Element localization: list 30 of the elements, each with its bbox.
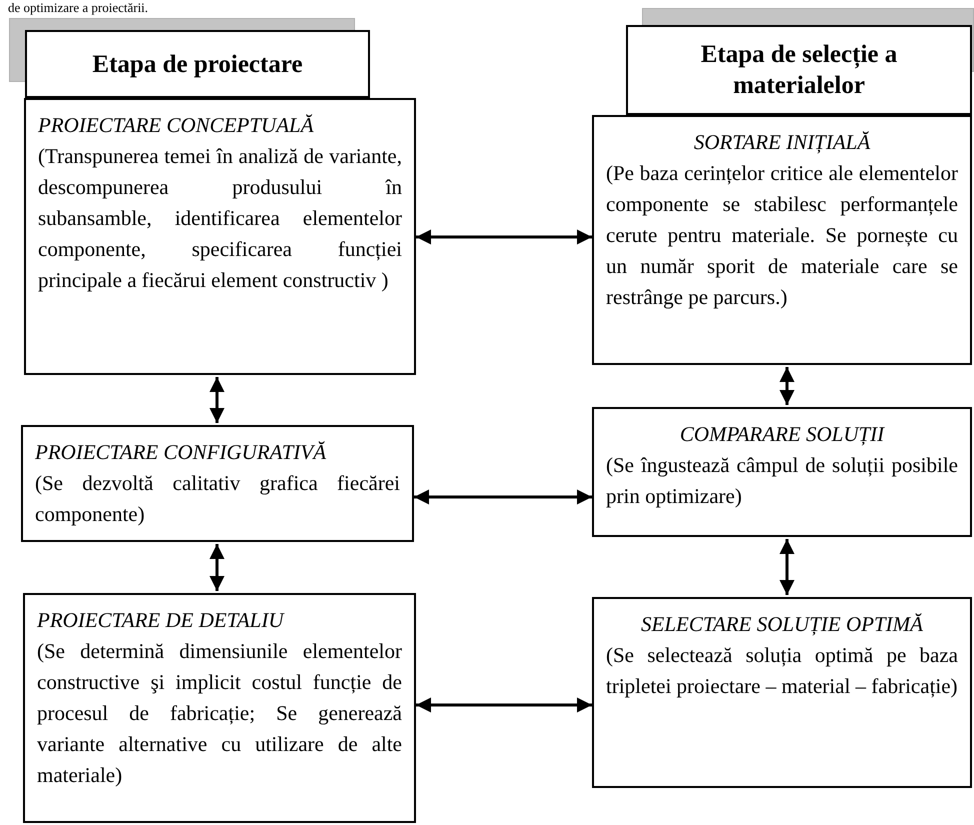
step-description: (Se selectează soluția optimă pe baza tripletei proiectare – material – fabricație) — [606, 642, 958, 700]
double-arrow — [414, 490, 592, 504]
process-box — [592, 115, 972, 365]
step-title: SELECTARE SOLUȚIE OPTIMĂ — [640, 611, 924, 638]
step-description: (Se dezvoltă calitativ grafica fiecărei componente) — [35, 470, 400, 528]
process-box — [24, 98, 416, 375]
double-arrow — [780, 539, 794, 595]
step-title: COMPARARE SOLUȚII — [678, 421, 886, 448]
process-box — [23, 593, 416, 823]
step-title: PROIECTARE CONCEPTUALĂ — [38, 112, 315, 139]
double-arrow — [210, 377, 224, 423]
double-arrow — [210, 544, 224, 591]
stage-title: Etapa de proiectare — [92, 50, 303, 80]
process-box — [21, 425, 414, 542]
cut-off-text: de optimizare a proiectării. — [8, 0, 148, 15]
step-title: PROIECTARE DE DETALIU — [37, 607, 286, 634]
double-arrow — [416, 698, 592, 712]
process-box — [592, 407, 972, 537]
stage-title: Etapa de selecție a materialelor — [700, 40, 898, 101]
stage-header-box — [626, 25, 972, 115]
step-description: (Pe baza cerințelor critice ale elementelor componente se stabilesc performanțele cerute pentru materiale. Se pornește cu un număr sporit de materiale care se restrânge pe parcurs.) — [606, 160, 958, 311]
double-arrow — [780, 367, 794, 405]
double-arrow — [416, 230, 592, 244]
step-description: (Transpunerea temei în analiză de variante, descompunerea produsului în subansamble, identificarea elementelor componente, specificarea funcției principale a fiecărui element constructiv ) — [38, 143, 402, 294]
step-title: SORTARE INIȚIALĂ — [692, 129, 872, 156]
step-description: (Se determină dimensiunile elementelor constructive şi implicit costul funcție de procesul de fabricație; Se generează variante alternative cu utilizare de alte materiale) — [37, 638, 402, 789]
step-description: (Se îngustează câmpul de soluții posibile prin optimizare) — [606, 452, 958, 510]
process-box — [592, 597, 972, 788]
step-title: PROIECTARE CONFIGURATIVĂ — [35, 439, 328, 466]
stage-header-box — [25, 30, 370, 98]
